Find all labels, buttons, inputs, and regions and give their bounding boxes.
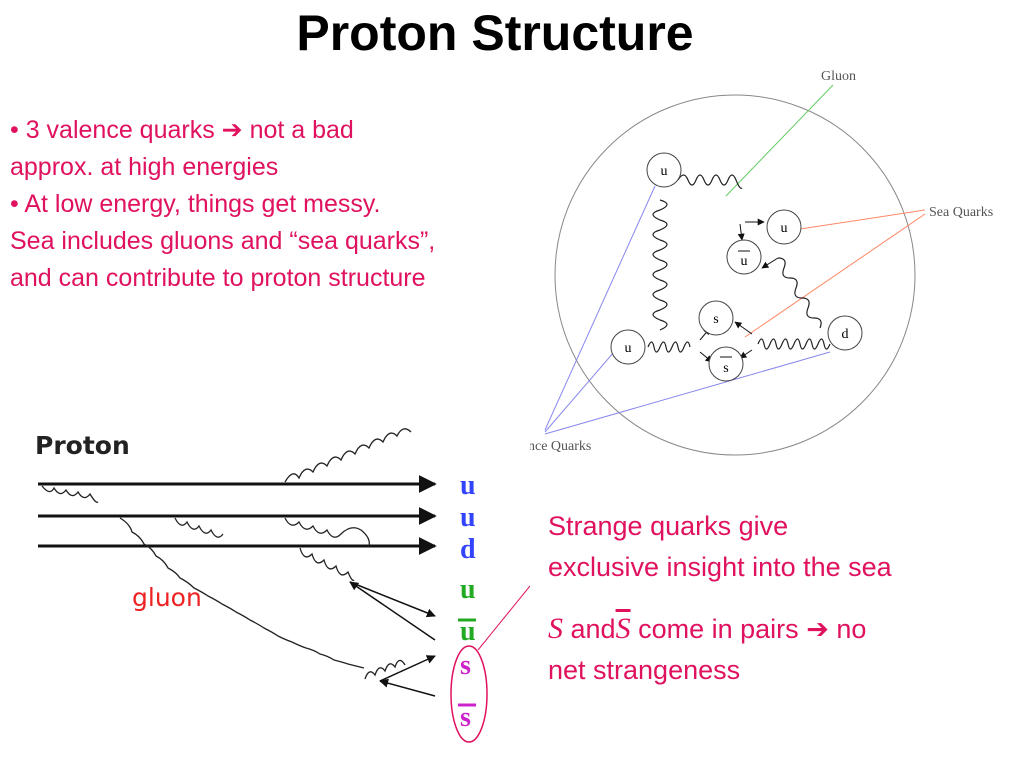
bullet-1: • 3 valence quarks ➔ not a bad <box>10 112 555 149</box>
quark-u-sea: u <box>460 574 476 605</box>
quark-d: d <box>460 534 476 565</box>
quark-u-2: u <box>460 502 476 533</box>
gluon-spring-bottom-right <box>757 338 831 350</box>
pairs-text: come in pairs <box>638 614 799 644</box>
quark-node-sbar: s <box>708 346 744 382</box>
quark-node-d: d <box>827 315 863 351</box>
arrow-ubar-up <box>761 257 779 269</box>
quark-label: d <box>842 327 849 342</box>
gluon-curl-e <box>364 659 406 680</box>
sea-pointer-line-2 <box>744 213 926 338</box>
gluon-spring-right <box>777 257 822 329</box>
valence-pointer-line-1 <box>544 185 656 431</box>
gluon-curl-d <box>299 547 355 581</box>
strange-quarks-text: Strange quarks give exclusive insight in… <box>548 506 1018 691</box>
strange-symbol: S <box>548 612 563 645</box>
strange-line-1: Strange quarks give <box>548 511 789 541</box>
bullet-2-line2: Sea includes gluons and “sea quarks”, <box>10 227 436 255</box>
gluon-spring-bottom-left <box>647 341 691 353</box>
arrow-s-in <box>734 321 753 335</box>
gluon-spring-top <box>677 174 743 189</box>
gluon-curl-top <box>284 428 412 483</box>
quark-u-1: u <box>460 470 476 501</box>
bullet-2: • At low energy, things get messy. <box>10 190 381 218</box>
and-text: and <box>570 614 616 644</box>
bullet-1-text-a: • 3 valence quarks <box>10 116 215 144</box>
quark-node-u-right: u <box>766 209 802 245</box>
arrow-to-ubar <box>737 223 745 241</box>
bullet-2-line3: and can contribute to proton structure <box>10 264 426 292</box>
gluon-curl-a <box>41 485 99 503</box>
quark-node-s: s <box>698 300 734 336</box>
strange-line-2: exclusive insight into the sea <box>548 552 892 582</box>
no-text: no <box>836 614 867 644</box>
sea-line-sbar <box>379 678 436 697</box>
sea-quarks-label: Sea Quarks <box>929 205 993 220</box>
gluon-label: Gluon <box>821 69 856 84</box>
strange-pair-ellipse <box>450 645 488 743</box>
strange-line-3: S andS come in pairs ➔ no <box>548 608 1018 650</box>
strange-line-4: net strangeness <box>548 655 741 685</box>
gluon-curl-c <box>284 517 370 547</box>
valence-quarks-label: nce Quarks <box>528 439 591 454</box>
sea-line-u <box>349 581 436 618</box>
quark-node-u-top: u <box>646 152 682 188</box>
quark-label: s <box>723 361 728 376</box>
quark-node-u-left: u <box>610 329 646 365</box>
quark-label: u <box>661 164 668 179</box>
quark-label: u <box>625 341 632 356</box>
gluon-pointer-line <box>725 84 834 197</box>
proton-circle <box>554 94 916 456</box>
arrow-sbar-in <box>739 349 753 359</box>
quark-label: u <box>781 221 788 236</box>
quark-label-column: u u d u u s s <box>460 470 476 733</box>
strange-pointer-line <box>477 585 530 651</box>
bullet-1-text-b: not a bad <box>249 116 354 144</box>
bullet-list: • 3 valence quarks ➔ not a bad approx. a… <box>10 112 555 297</box>
arrow-right-icon: ➔ <box>221 116 243 144</box>
quark-label: u <box>741 254 748 269</box>
gluon-spring-left <box>652 199 668 331</box>
anti-strange-symbol: S <box>615 612 631 645</box>
valence-pointer-line-3 <box>544 351 831 435</box>
quark-s: s <box>460 650 471 681</box>
quark-sbar: s <box>460 702 471 733</box>
proton-feynman-diagram: Proton gluon u u d u u s s <box>0 396 530 768</box>
sea-pointer-line-1 <box>799 209 926 230</box>
valence-pointer-line-2 <box>544 351 615 433</box>
bullet-1-line2: approx. at high energies <box>10 153 279 181</box>
arrow-right-icon: ➔ <box>806 614 829 644</box>
gluon-curl-long <box>119 517 365 669</box>
quark-ubar-sea: u <box>460 616 476 647</box>
gluon-feynman-label: gluon <box>132 583 202 612</box>
quark-node-ubar: u <box>726 239 762 275</box>
quark-label: s <box>713 312 718 327</box>
sea-line-ubar <box>349 581 436 641</box>
sea-line-s <box>379 655 436 682</box>
proton-label: Proton <box>35 431 130 460</box>
gluon-curl-b <box>174 517 224 538</box>
slide-title: Proton Structure <box>296 5 694 61</box>
